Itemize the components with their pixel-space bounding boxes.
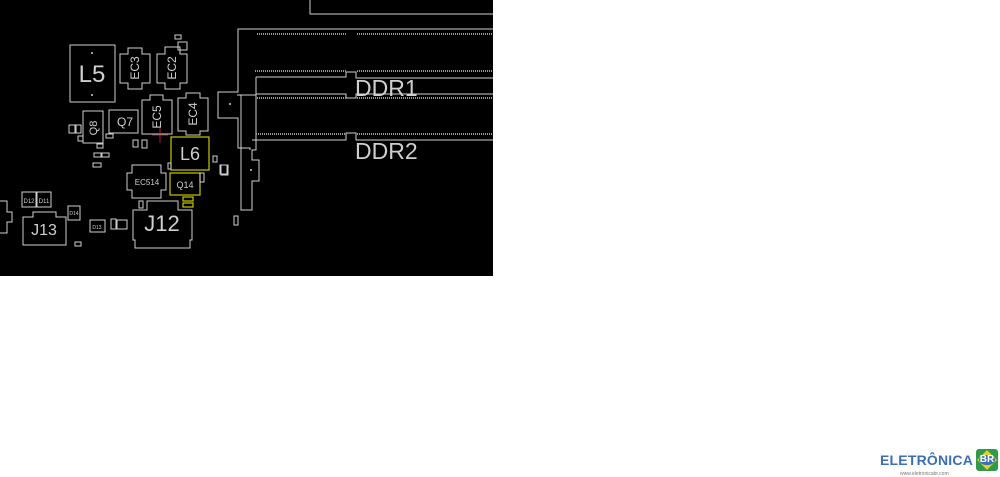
component-d12[interactable]: D12 — [21, 191, 37, 208]
top-outline — [309, 0, 493, 15]
component-ec4[interactable]: EC4 — [177, 92, 209, 136]
svg-text:D13: D13 — [92, 225, 101, 231]
svg-text:D12: D12 — [23, 199, 35, 205]
ddr2-slot[interactable] — [237, 94, 493, 211]
component-j12[interactable]: J12 — [132, 200, 193, 249]
component-d11[interactable]: D11 — [36, 191, 52, 208]
component-ec3[interactable]: EC3 — [119, 47, 151, 90]
ddr-outline — [217, 28, 493, 150]
logo-badge: BR — [978, 454, 996, 465]
component-ec5[interactable]: EC5 — [141, 94, 173, 143]
component-l5[interactable]: L5 — [69, 44, 116, 103]
svg-text:Q8: Q8 — [88, 121, 100, 136]
ddr1-label: DDR1 — [355, 75, 418, 101]
svg-text:Q14: Q14 — [176, 180, 193, 190]
component-ec514[interactable]: EC514 — [126, 164, 167, 199]
svg-text:D11: D11 — [39, 199, 50, 205]
component-ec2[interactable]: EC2 — [156, 46, 188, 90]
brazil-flag-icon: BR — [976, 449, 998, 471]
logo-text: ELETRÔNICA — [880, 452, 973, 468]
logo-row: ELETRÔNICA BR — [880, 449, 998, 471]
svg-text:D14: D14 — [69, 211, 78, 217]
logo-url: www.eletronicabr.com — [900, 471, 949, 477]
component-q14[interactable]: Q14 — [169, 172, 201, 196]
component-d14[interactable]: D14 — [67, 205, 81, 221]
svg-text:EC2: EC2 — [165, 56, 179, 80]
svg-text:L6: L6 — [180, 144, 200, 164]
svg-text:J12: J12 — [144, 211, 179, 236]
eletronicabr-logo: ELETRÔNICA BR www.eletronicabr.com — [880, 449, 998, 477]
ddr2-label: DDR2 — [355, 138, 418, 164]
svg-text:J13: J13 — [31, 222, 57, 239]
component-j13[interactable]: J13 — [22, 211, 67, 246]
svg-text:L5: L5 — [79, 61, 106, 88]
component-q8[interactable]: Q8 — [82, 110, 104, 144]
svg-text:EC3: EC3 — [128, 56, 142, 80]
board-canvas[interactable]: DDR1 DDR2 L5 EC3 EC2 EC5 EC4 Q8 Q7 L6 Q1… — [0, 0, 493, 276]
passives — [68, 34, 228, 247]
svg-text:EC5: EC5 — [150, 105, 164, 129]
component-q7[interactable]: Q7 — [108, 109, 139, 134]
component-l6[interactable]: L6 — [170, 136, 210, 171]
svg-text:Q7: Q7 — [117, 115, 133, 129]
component-d13[interactable]: D13 — [89, 219, 106, 233]
svg-text:EC514: EC514 — [135, 178, 160, 187]
pcb-board-view[interactable]: DDR1 DDR2 L5 EC3 EC2 EC5 EC4 Q8 Q7 L6 Q1… — [0, 0, 493, 276]
svg-text:EC4: EC4 — [186, 102, 200, 126]
